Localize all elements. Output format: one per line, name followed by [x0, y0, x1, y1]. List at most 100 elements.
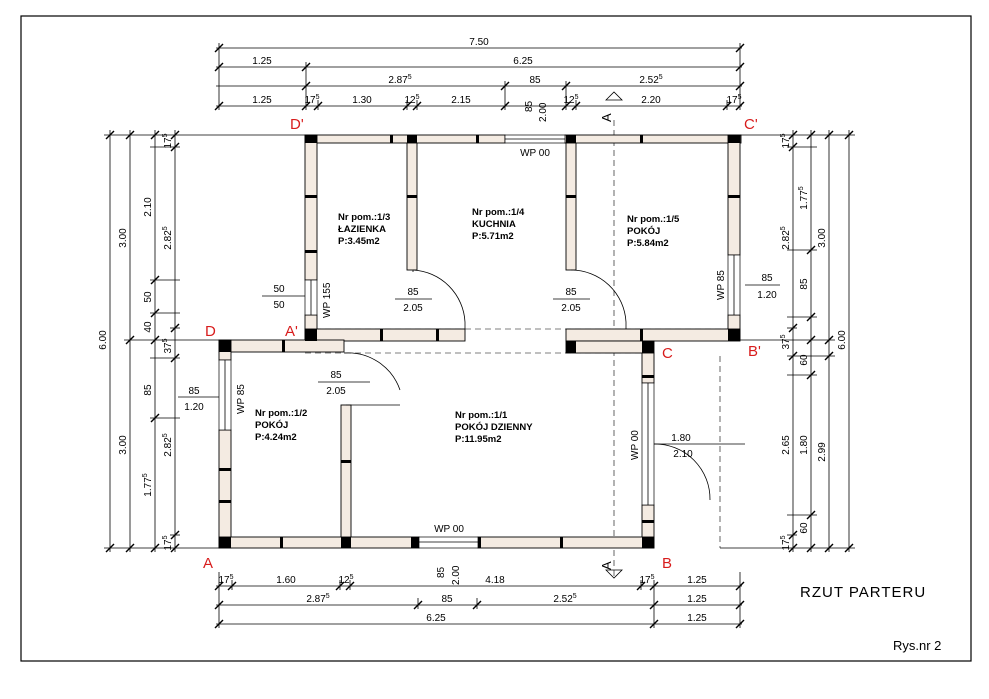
corner-b: B	[662, 555, 672, 572]
svg-text:P:11.95m2: P:11.95m2	[455, 434, 501, 445]
dim-top-r3b: 85	[529, 75, 541, 86]
svg-text:POKÓJ: POKÓJ	[627, 225, 660, 237]
dim-bottom-r1a: 175	[218, 574, 233, 586]
window-left-height: 1.20	[184, 402, 204, 413]
dim-left-o1: 6.00	[98, 330, 109, 350]
opening-labels: WP 00 85 2.00 WP 00 85 2.00 WP 85 85 1.2…	[178, 100, 780, 585]
window-right-width: 85	[761, 273, 773, 284]
left-dimensions: 6.00 3.00 3.00 2.10 50 40 85 1.775 175 2…	[98, 130, 305, 553]
svg-text:P:5.84m2: P:5.84m2	[627, 238, 669, 249]
dim-right-n1: 175	[780, 133, 792, 148]
dim-right-n4: 2.65	[781, 435, 792, 455]
dim-right-i1: 1.775	[798, 186, 810, 209]
window-right-height: 1.20	[757, 290, 777, 301]
dim-left-m2: 3.00	[118, 435, 129, 455]
dim-bottom-r1b: 1.60	[276, 575, 296, 586]
dim-top-r4c: 1.30	[352, 95, 372, 106]
window-left-width: 85	[188, 386, 200, 397]
dim-bottom-r3a: 6.25	[426, 613, 446, 624]
dim-top-r4h: 175	[726, 94, 741, 106]
door-lower-height: 2.05	[326, 386, 346, 397]
dim-left-n3: 375	[162, 338, 174, 353]
dim-bottom-r1f: 1.25	[687, 575, 707, 586]
doors	[343, 269, 745, 501]
dim-top-r2a: 1.25	[252, 56, 272, 67]
svg-text:POKÓJ DZIENNY: POKÓJ DZIENNY	[455, 421, 533, 433]
room-labels: Nr pom.:1/3 ŁAZIENKA P:3.45m2 Nr pom.:1/…	[255, 207, 680, 445]
dim-top-r3c: 2.525	[639, 74, 662, 86]
door-bath-width: 85	[407, 287, 419, 298]
window-label-side: WP 00	[630, 430, 641, 460]
window-top-height: 2.00	[538, 102, 549, 122]
dim-left-n2: 2.825	[162, 226, 174, 249]
dim-bottom-r1e: 175	[639, 574, 654, 586]
dim-right-i2: 85	[799, 278, 810, 290]
corner-d: D	[205, 323, 216, 340]
sheet-frame	[20, 15, 972, 662]
dim-top-r4d: 125	[404, 94, 419, 106]
dim-right-o1: 6.00	[837, 330, 848, 350]
window-bottom-height: 2.00	[451, 565, 462, 585]
svg-text:Nr pom.:1/5: Nr pom.:1/5	[627, 214, 680, 225]
window-label-bottom: WP 00	[434, 524, 464, 535]
dim-bottom-r1c: 125	[338, 574, 353, 586]
dim-top-overall: 7.50	[469, 37, 489, 48]
dim-top-r4a: 1.25	[252, 95, 272, 106]
dim-top-r3a: 2.875	[388, 74, 411, 86]
dim-bottom-r2b: 85	[441, 594, 453, 605]
dim-left-i2: 50	[143, 291, 154, 303]
dim-right-m1: 3.00	[817, 228, 828, 248]
dim-top-r4f: 125	[563, 94, 578, 106]
dim-left-i5: 1.775	[142, 473, 154, 496]
right-dimensions: 175 2.825 375 2.65 175 1.775 85 60 1.80 …	[720, 130, 855, 553]
dim-bottom-r1d: 4.18	[485, 575, 505, 586]
dim-bottom-r2c: 2.525	[553, 593, 576, 605]
window-label-right: WP 85	[716, 270, 727, 300]
svg-text:Nr pom.:1/2: Nr pom.:1/2	[255, 408, 307, 419]
door-room-width: 85	[565, 287, 577, 298]
corner-c-prime: C'	[744, 116, 758, 133]
corner-c: C	[662, 345, 673, 362]
svg-text:POKÓJ: POKÓJ	[255, 419, 288, 431]
dim-top-r2b: 6.25	[513, 56, 533, 67]
dim-right-i5: 60	[799, 522, 810, 534]
room-lazienka: Nr pom.:1/3 ŁAZIENKA P:3.45m2	[338, 212, 390, 247]
drawing-title: RZUT PARTERU	[800, 584, 926, 601]
dim-right-n2: 2.825	[780, 226, 792, 249]
door-entry-height: 2.10	[673, 449, 693, 460]
svg-text:P:4.24m2: P:4.24m2	[255, 432, 297, 443]
room-pokoj-2: Nr pom.:1/2 POKÓJ P:4.24m2	[255, 408, 307, 443]
dim-top-r4e: 2.15	[451, 95, 471, 106]
door-room-height: 2.05	[561, 303, 581, 314]
top-dimensions: 7.50 1.25 6.25 2.875 85 2.525 1.25 175 1…	[214, 37, 745, 111]
svg-text:ŁAZIENKA: ŁAZIENKA	[338, 224, 386, 235]
bottom-dimensions: 175 1.60 125 4.18 175 1.25 2.875 85 2.52…	[214, 572, 745, 629]
dim-left-i1: 2.10	[143, 197, 154, 217]
window-label-bath: WP 155	[322, 282, 333, 318]
sheet-number: Rys.nr 2	[893, 638, 941, 653]
dim-left-n5: 175	[162, 535, 174, 550]
dim-top-r4g: 2.20	[641, 95, 661, 106]
dim-right-i4: 1.80	[799, 435, 810, 455]
svg-text:P:3.45m2: P:3.45m2	[338, 236, 380, 247]
dim-left-i4: 85	[143, 384, 154, 396]
door-bath-height: 2.05	[403, 303, 423, 314]
svg-text:Nr pom.:1/1: Nr pom.:1/1	[455, 410, 508, 421]
dim-bottom-r3b: 1.25	[687, 613, 707, 624]
dim-right-i3: 60	[799, 354, 810, 366]
corner-b-prime: B'	[748, 343, 761, 360]
window-bottom-sill-85: 85	[436, 566, 447, 578]
corner-labels: D' C' D A' C B' A B	[203, 116, 761, 572]
dim-bottom-r2a: 2.875	[306, 593, 329, 605]
dim-left-m1: 3.00	[118, 228, 129, 248]
dim-top-r4b: 175	[304, 94, 319, 106]
dim-right-n3: 375	[780, 334, 792, 349]
windows	[218, 134, 741, 549]
window-top-sill-85: 85	[524, 100, 535, 112]
dim-right-n5: 175	[780, 535, 792, 550]
svg-text:P:5.71m2: P:5.71m2	[472, 231, 514, 242]
dim-left-n4: 2.825	[162, 433, 174, 456]
room-pokoj-5: Nr pom.:1/5 POKÓJ P:5.84m2	[627, 214, 680, 249]
svg-text:KUCHNIA: KUCHNIA	[472, 219, 516, 230]
